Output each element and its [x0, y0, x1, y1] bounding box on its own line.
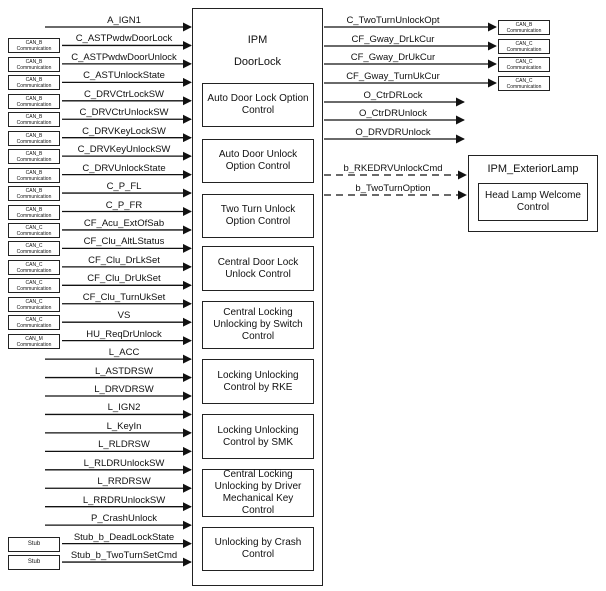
- can-source-c-drvunlockstate: CAN_B Communication: [8, 167, 60, 183]
- block-auto-door-unlock-option: Auto Door Unlock Option Control: [202, 139, 314, 183]
- output-label-cf-gway-turnukcur: CF_Gway_TurnUkCur: [346, 71, 440, 82]
- stub-box-stub-b-deadlockstate: Stub: [8, 536, 60, 552]
- input-label-stub-b-deadlockstate: Stub_b_DeadLockState: [73, 531, 175, 543]
- input-label-c-astpwdwdoorlock: C_ASTPwdwDoorLock: [75, 33, 173, 45]
- input-label-l-acc: L_ACC: [108, 347, 140, 359]
- ipm-doorlock-box: IPM DoorLock Auto Door Lock Option Contr…: [192, 8, 323, 586]
- can-target-cf-gway-turnukcur: CAN_C Communication: [498, 76, 550, 91]
- block-two-turn-unlock-option: Two Turn Unlock Option Control: [202, 194, 314, 238]
- input-label-cf-clu-altlstatus: CF_Clu_AltLStatus: [83, 236, 165, 248]
- output-label-o-drvdrunlock: O_DRVDRUnlock: [355, 127, 431, 138]
- can-source-c-astpwdwdoorlock: CAN_B Communication: [8, 38, 60, 54]
- ipm-exteriorlamp-box: IPM_ExteriorLamp Head Lamp Welcome Contr…: [468, 155, 598, 232]
- block-central-locking-mech-key: Central Locking Unlocking by Driver Mech…: [202, 469, 314, 517]
- can-target-c-twoturnunlockopt: CAN_B Communication: [498, 20, 550, 35]
- input-label-c-astunlockstate: C_ASTUnlockState: [83, 70, 165, 82]
- can-source-c-drvkeylocksw: CAN_B Communication: [8, 130, 60, 146]
- can-source-c-drvctrlocksw: CAN_B Communication: [8, 93, 60, 109]
- input-label-cf-clu-drukset: CF_Clu_DrUkSet: [87, 273, 161, 285]
- stub-box-stub-b-twoturnsetcmd: Stub: [8, 555, 60, 571]
- input-label-c-drvctrunlocksw: C_DRVCtrUnlockSW: [79, 107, 169, 119]
- input-label-c-drvkeylocksw: C_DRVKeyLockSW: [82, 125, 166, 137]
- block-head-lamp-welcome: Head Lamp Welcome Control: [478, 183, 588, 221]
- can-source-c-astunlockstate: CAN_B Communication: [8, 75, 60, 91]
- input-label-l-rrdrunlocksw: L_RRDRUnlockSW: [82, 494, 166, 506]
- output-label-b-twoturnoption: b_TwoTurnOption: [355, 183, 431, 194]
- can-source-c-drvkeyunlocksw: CAN_B Communication: [8, 149, 60, 165]
- input-label-c-p-fr: C_P_FR: [105, 199, 143, 211]
- input-label-l-astdrsw: L_ASTDRSW: [94, 365, 154, 377]
- input-label-p-crashunlock: P_CrashUnlock: [91, 513, 157, 525]
- input-label-a-ign1: A_IGN1: [107, 15, 141, 26]
- input-label-l-rrdrsw: L_RRDRSW: [97, 476, 151, 488]
- can-source-hu-reqdrunlock: CAN_M Communication: [8, 333, 60, 349]
- can-source-cf-clu-drlkset: CAN_C Communication: [8, 259, 60, 275]
- input-label-l-keyin: L_KeyIn: [106, 420, 142, 432]
- block-locking-unlocking-rke: Locking Unlocking Control by RKE: [202, 359, 314, 404]
- input-label-c-astpwdwdoorunlock: C_ASTPwdwDoorUnlock: [71, 51, 177, 63]
- block-central-door-lock-unlock: Central Door Lock Unlock Control: [202, 246, 314, 291]
- input-label-cf-clu-drlkset: CF_Clu_DrLkSet: [88, 254, 160, 266]
- can-source-cf-clu-altlstatus: CAN_C Communication: [8, 241, 60, 257]
- output-label-cf-gway-drukcur: CF_Gway_DrUkCur: [350, 52, 436, 63]
- input-label-c-drvunlockstate: C_DRVUnlockState: [82, 162, 166, 174]
- input-label-cf-acu-extofsab: CF_Acu_ExtOfSab: [83, 217, 165, 229]
- block-auto-door-lock-option: Auto Door Lock Option Control: [202, 83, 314, 127]
- input-label-hu-reqdrunlock: HU_ReqDrUnlock: [86, 328, 162, 340]
- input-label-l-drvdrsw: L_DRVDRSW: [94, 384, 154, 395]
- output-label-c-twoturnunlockopt: C_TwoTurnUnlockOpt: [346, 15, 440, 26]
- can-source-c-p-fl: CAN_B Communication: [8, 186, 60, 202]
- can-source-c-drvctrunlocksw: CAN_B Communication: [8, 112, 60, 128]
- can-source-cf-clu-drukset: CAN_C Communication: [8, 278, 60, 294]
- can-target-cf-gway-drlkcur: CAN_C Communication: [498, 39, 550, 54]
- output-label-b-rkedrvunlockcmd: b_RKEDRVUnlockCmd: [343, 163, 443, 174]
- input-label-l-ign2: L_IGN2: [107, 402, 141, 414]
- exteriorlamp-title: IPM_ExteriorLamp: [487, 163, 579, 175]
- input-label-c-drvctrlocksw: C_DRVCtrLockSW: [83, 88, 165, 100]
- ipm-subtitle: DoorLock: [233, 56, 282, 68]
- block-locking-unlocking-smk: Locking Unlocking Control by SMK: [202, 414, 314, 459]
- block-unlocking-by-crash: Unlocking by Crash Control: [202, 527, 314, 571]
- can-target-cf-gway-drukcur: CAN_C Communication: [498, 57, 550, 72]
- input-label-l-rldrsw: L_RLDRSW: [98, 439, 150, 451]
- input-label-l-rldrunlocksw: L_RLDRUnlockSW: [83, 457, 165, 469]
- block-central-locking-by-switch: Central Locking Unlocking by Switch Cont…: [202, 301, 314, 349]
- can-source-cf-acu-extofsab: CAN_C Communication: [8, 222, 60, 238]
- can-source-c-p-fr: CAN_B Communication: [8, 204, 60, 220]
- can-source-cf-clu-turnukset: CAN_C Communication: [8, 296, 60, 312]
- ipm-title: IPM: [247, 34, 268, 46]
- input-label-c-drvkeyunlocksw: C_DRVKeyUnlockSW: [77, 144, 171, 156]
- output-label-cf-gway-drlkcur: CF_Gway_DrLkCur: [351, 34, 435, 45]
- input-label-cf-clu-turnukset: CF_Clu_TurnUkSet: [82, 291, 166, 303]
- can-source-c-astpwdwdoorunlock: CAN_B Communication: [8, 56, 60, 72]
- can-source-vs: CAN_C Communication: [8, 315, 60, 331]
- output-label-o-ctrdrunlock: O_CtrDRUnlock: [358, 108, 428, 119]
- input-label-vs: VS: [117, 310, 131, 322]
- output-label-o-ctrdrlock: O_CtrDRLock: [363, 90, 423, 101]
- input-label-stub-b-twoturnsetcmd: Stub_b_TwoTurnSetCmd: [70, 550, 178, 562]
- input-label-c-p-fl: C_P_FL: [106, 181, 142, 193]
